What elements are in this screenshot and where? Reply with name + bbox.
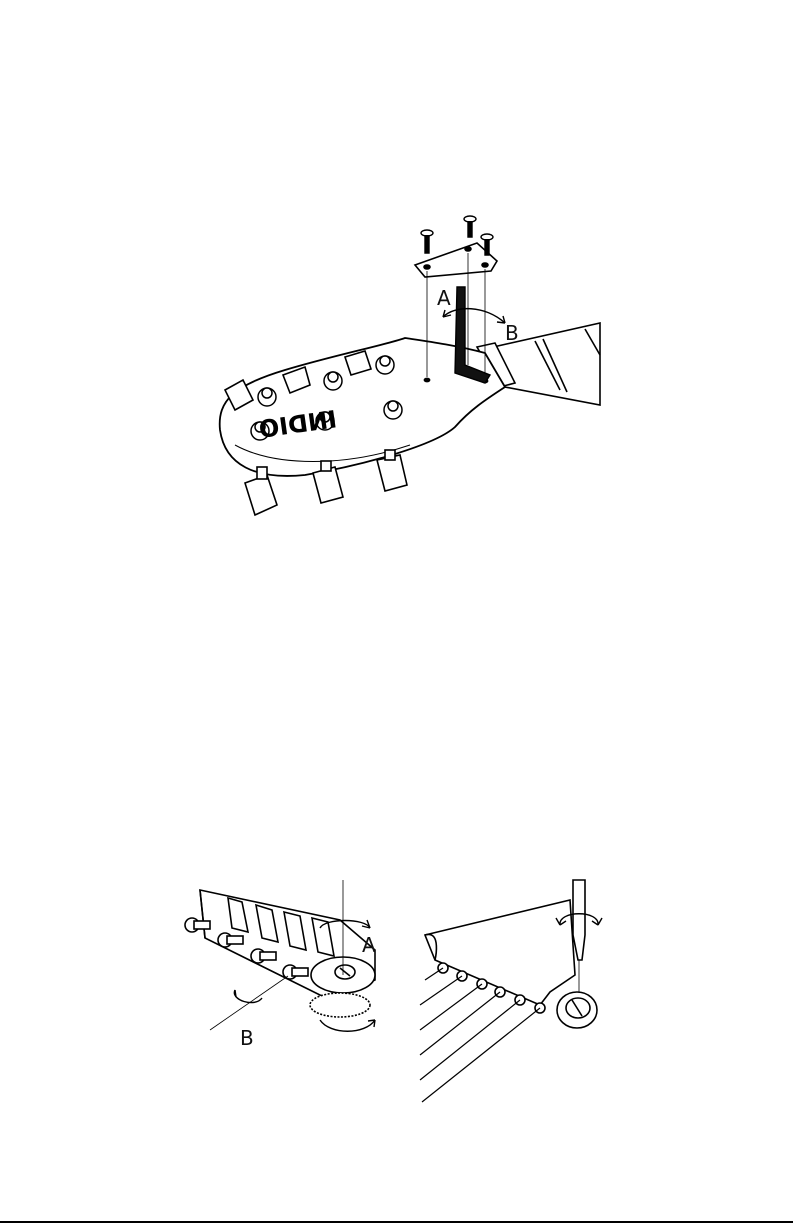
rotation-arrow-icon bbox=[443, 309, 505, 323]
label-a: A bbox=[437, 286, 451, 310]
bridge-saddle-assembly bbox=[185, 890, 375, 1017]
truss-rod-illustration: INDIO A B bbox=[215, 205, 600, 525]
label-a: A bbox=[362, 933, 376, 957]
label-b: B bbox=[505, 321, 519, 345]
bridge-adjust-figure: A B bbox=[180, 880, 600, 1105]
tailpiece-assembly bbox=[425, 900, 597, 1028]
page-bottom-rule bbox=[0, 1221, 793, 1223]
truss-rod-figure: INDIO A B bbox=[215, 205, 600, 525]
label-b: B bbox=[240, 1026, 254, 1050]
bridge-illustration: A B bbox=[180, 880, 600, 1105]
